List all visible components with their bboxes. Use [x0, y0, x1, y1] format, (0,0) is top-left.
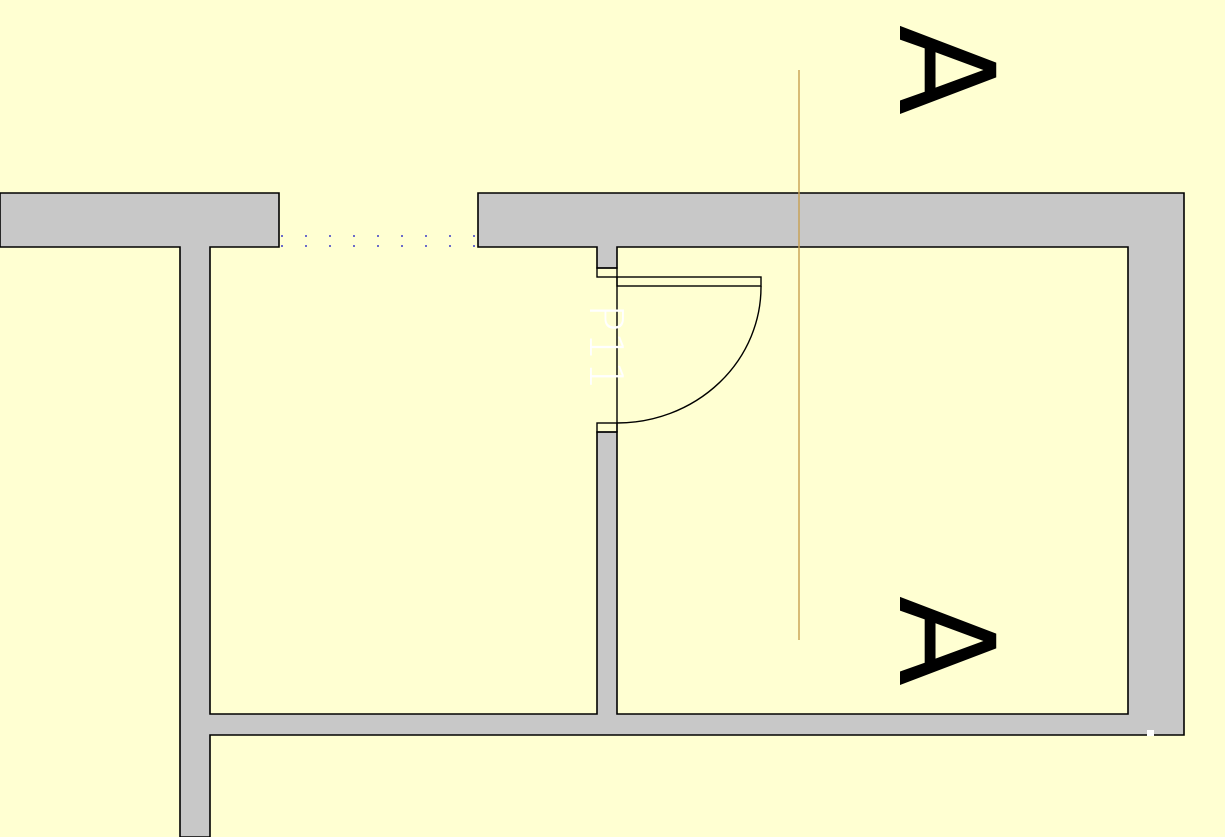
door-tag-label: P11 [579, 304, 633, 390]
wall-opening-marker [281, 235, 476, 247]
door-leaf [616, 276, 762, 287]
door-jamb-top [596, 267, 618, 278]
section-marker-top: A [868, 25, 1022, 115]
section-label-bottom: A [868, 596, 1022, 686]
section-marker-bottom: A [868, 596, 1022, 686]
door-tag-group: P11 [579, 304, 633, 390]
corner-tick-mark [1147, 730, 1154, 736]
door-swing-arc [616, 285, 762, 424]
door-p11 [616, 276, 762, 432]
section-label-top: A [868, 25, 1022, 115]
